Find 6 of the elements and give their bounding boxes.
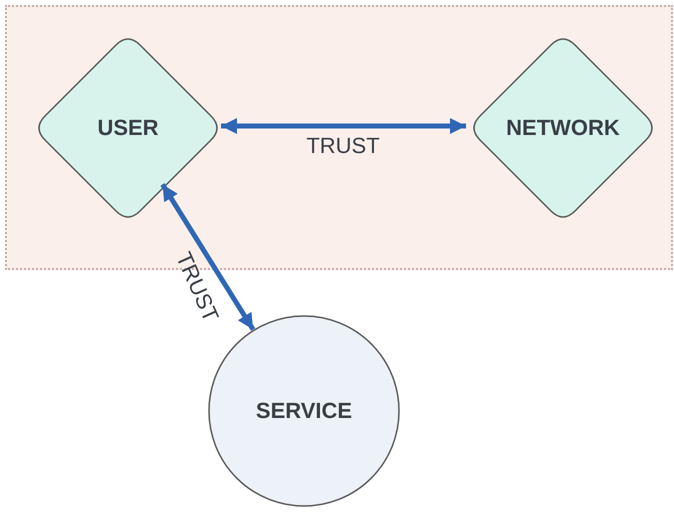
double-arrow <box>221 118 466 134</box>
double-arrow <box>160 183 256 331</box>
edge-label: TRUST <box>306 133 380 159</box>
node-label: USER <box>97 115 159 141</box>
node-label: SERVICE <box>256 398 352 424</box>
node-label: NETWORK <box>506 115 620 141</box>
